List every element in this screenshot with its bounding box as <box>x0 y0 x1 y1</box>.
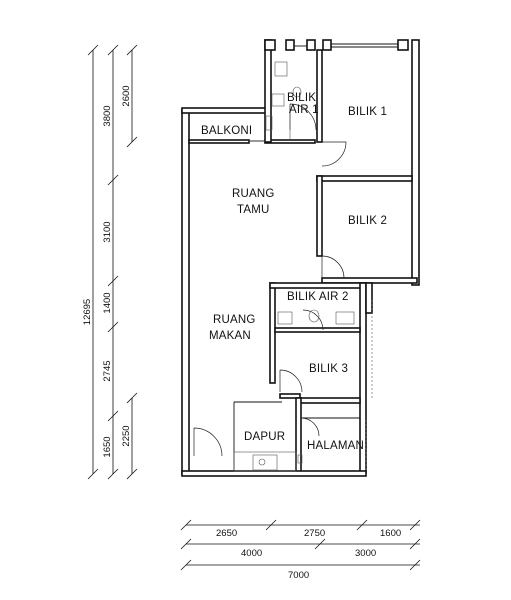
dim-bottom-1-b: 2750 <box>304 528 325 539</box>
dim-left-inner-1: 2600 <box>121 85 132 106</box>
label-bilik-3: BILIK 3 <box>309 363 348 375</box>
dim-left-inner-2: 2250 <box>121 425 132 446</box>
label-balkoni: BALKONI <box>201 125 252 137</box>
label-ruang-makan-line2: MAKAN <box>209 330 251 342</box>
dim-left-outer-4: 2745 <box>102 360 113 381</box>
label-ruang-tamu-line1: RUANG <box>232 188 275 200</box>
dim-total-width: 7000 <box>288 570 309 581</box>
label-bilik-2: BILIK 2 <box>348 215 387 227</box>
room-labels: BILIK AIR 1 BILIK 1 BALKONI RUANG TAMU B… <box>201 92 387 452</box>
bottom-dimensions: 2650 2750 1600 4000 3000 7000 <box>180 519 421 581</box>
label-bilik-air-1-line1: BILIK <box>287 92 316 104</box>
label-ruang-tamu-line2: TAMU <box>237 204 270 216</box>
left-dimensions: 12695 3800 3100 1400 2745 1650 2600 2250 <box>82 44 138 480</box>
dim-bottom-1-c: 1600 <box>380 528 401 539</box>
label-dapur: DAPUR <box>244 431 285 443</box>
label-ruang-makan-line1: RUANG <box>213 314 256 326</box>
dim-left-outer-2: 3100 <box>102 221 113 242</box>
label-bilik-air-1-line2: AIR 1 <box>289 104 319 116</box>
label-bilik-1: BILIK 1 <box>348 106 387 118</box>
dim-total-length: 12695 <box>82 299 93 325</box>
dim-bottom-2-b: 3000 <box>355 548 376 559</box>
fixtures <box>233 61 373 472</box>
dim-bottom-2-a: 4000 <box>241 548 262 559</box>
dim-bottom-1-a: 2650 <box>216 528 237 539</box>
dim-left-outer-3: 1400 <box>102 292 113 313</box>
label-bilik-air-2: BILIK AIR 2 <box>287 291 349 303</box>
dim-left-outer-1: 3800 <box>102 105 113 126</box>
label-halaman: HALAMAN <box>307 440 364 452</box>
dim-left-outer-5: 1650 <box>102 436 113 457</box>
